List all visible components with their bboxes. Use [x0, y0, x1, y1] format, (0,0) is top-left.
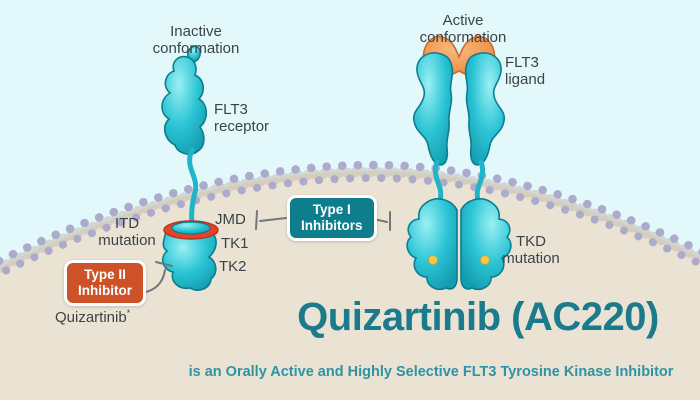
type1-inhibitors-badge: Type I Inhibitors	[287, 195, 377, 241]
tk1-domain-label: TK1	[221, 235, 249, 252]
itd-mutation-band-graphic	[163, 220, 219, 240]
type1-inhibitor-arrow-left	[255, 210, 287, 230]
flt3-receptor-active-dimer-graphic	[406, 35, 511, 289]
inactive-conformation-label: Inactive conformation	[152, 23, 240, 57]
tk2-domain-label: TK2	[219, 258, 247, 275]
page-title: Quizartinib (AC220)	[297, 295, 659, 339]
transmembrane-stalk-graphic	[187, 147, 199, 229]
type2-inhibitor-badge: Type II Inhibitor	[64, 260, 146, 306]
page-subtitle: is an Orally Active and Highly Selective…	[188, 364, 674, 380]
flt3-ligand-label: FLT3 ligand	[505, 54, 546, 88]
tkd-mutation-dot-graphic	[428, 255, 438, 265]
flt3-receptor-label: FLT3 receptor	[214, 101, 270, 135]
quizartinib-drug-label: Quizartinib*	[55, 308, 131, 326]
flt3-receptor-inactive-graphic	[161, 45, 219, 291]
tkd-mutation-label: TKD mutation	[502, 233, 560, 267]
jmd-domain-label: JMD	[215, 211, 246, 228]
active-conformation-label: Active conformation	[419, 12, 507, 46]
itd-mutation-label: ITD mutation	[98, 215, 156, 249]
